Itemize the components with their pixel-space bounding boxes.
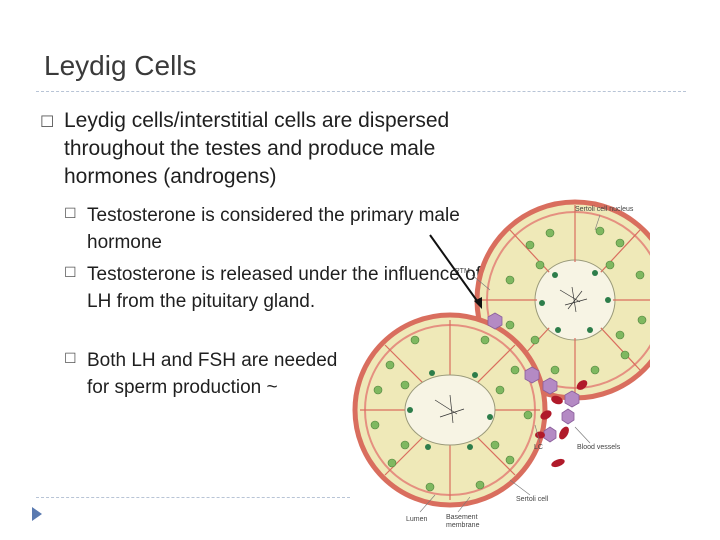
label-lumen: Lumen	[406, 516, 428, 523]
lower-tubule	[352, 312, 548, 508]
bullet-marker: ☐	[40, 112, 55, 131]
sub-bullet-1: Testosterone is considered the primary m…	[87, 205, 460, 253]
seminiferous-tubule-diagram: Sertoli cell nucleus PTM LC Blood vessel…	[352, 199, 650, 529]
footer-divider	[36, 497, 350, 498]
leydig-cells	[487, 312, 580, 443]
title-divider	[36, 91, 686, 92]
label-sertoli-cell: Sertoli cell	[516, 496, 549, 503]
label-membrane: membrane	[446, 522, 480, 529]
label-sertoli-nucleus: Sertoli cell nucleus	[575, 206, 634, 213]
bullet-marker: ☐	[64, 265, 77, 281]
sub-bullet-3: Both LH and FSH are needed for sperm pro…	[87, 350, 338, 398]
label-blood-vessels: Blood vessels	[577, 444, 621, 451]
sub-bullet-2: Testosterone is released under the influ…	[87, 264, 481, 312]
bullet-marker: ☐	[64, 206, 77, 222]
nav-arrow-icon	[32, 507, 42, 521]
label-ptm: PTM	[455, 268, 470, 275]
label-lc: LC	[534, 444, 543, 451]
pointer-arrow	[429, 234, 482, 309]
label-basement: Basement	[446, 514, 478, 521]
slide-title: Leydig Cells	[44, 50, 197, 81]
blood-vessels	[535, 380, 588, 468]
bullet-marker: ☐	[64, 351, 77, 367]
main-bullet-text: Leydig cells/interstitial cells are disp…	[64, 109, 450, 188]
